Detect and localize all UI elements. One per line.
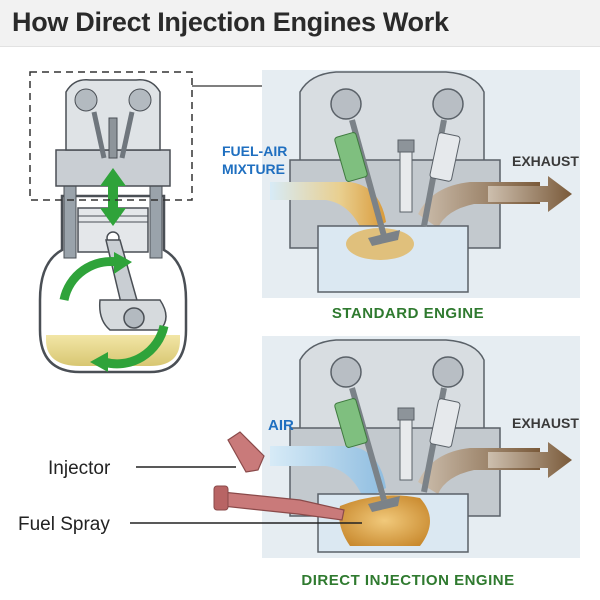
standard-exhaust-arrow [488,176,572,212]
fuel-spray-callout-label: Fuel Spray [18,514,110,535]
crank-pin [123,307,145,329]
di-intake-spring [334,398,368,448]
standard-exhaust-label: EXHAUST [512,153,579,169]
stroke-arrow-down [100,208,126,226]
di-exhaust-arrow [488,442,572,478]
cylinder-wall-right [149,179,163,259]
rotation-arrowhead-top [114,252,132,274]
standard-exhaust-spring [429,132,461,182]
standard-spark-plug [399,149,413,213]
spark-plug-small [108,117,118,159]
di-intake-label: AIR [268,417,294,434]
exhaust-valve-small [119,111,135,159]
standard-intake-label-line1: FUEL-AIR [222,143,287,159]
di-cam-exhaust [432,356,464,388]
injector-connector [213,485,229,511]
stroke-arrow-up [100,168,126,186]
standard-intake-port [270,182,386,236]
di-engine-caption: DIRECT INJECTION ENGINE [301,572,514,589]
overview-engine [29,71,262,374]
page-title: How Direct Injection Engines Work [12,7,449,37]
di-exhaust-label: EXHAUST [512,415,579,431]
di-spark-plug [399,417,413,481]
injector-callout-label: Injector [48,458,111,479]
title-bar: How Direct Injection Engines Work [0,0,600,47]
intake-valve-small [91,111,107,159]
standard-intake-spring [334,132,368,182]
di-fuel-spray-cloud [339,495,430,546]
direct-injection-engine: AIR EXHAUST DIRECT INJECTION ENGINE Inje… [18,336,580,589]
standard-cam-intake [330,88,362,120]
cylinder-wall-left [63,179,77,259]
detail-callout-box [29,71,193,201]
standard-engine-caption: STANDARD ENGINE [332,305,484,322]
camshaft-right-small [128,88,152,112]
di-intake-port [270,446,386,500]
standard-engine: FUEL-AIR MIXTURE EXHAUST STANDARD ENGINE [222,70,580,322]
rotation-arrow-bottom [102,324,169,369]
standard-intake-label-line2: MIXTURE [222,161,285,177]
di-cam-intake [330,356,362,388]
stroke-arrow-shaft [108,182,118,212]
rotation-arrow-top [59,257,119,302]
di-intake-valve-head [368,496,400,512]
di-exhaust-spring [429,398,461,448]
injector-body [227,431,265,473]
camshaft-left-small [74,88,98,112]
standard-intake-valve-head [368,230,400,246]
rotation-arrowhead-bottom [90,352,108,372]
standard-cam-exhaust [432,88,464,120]
